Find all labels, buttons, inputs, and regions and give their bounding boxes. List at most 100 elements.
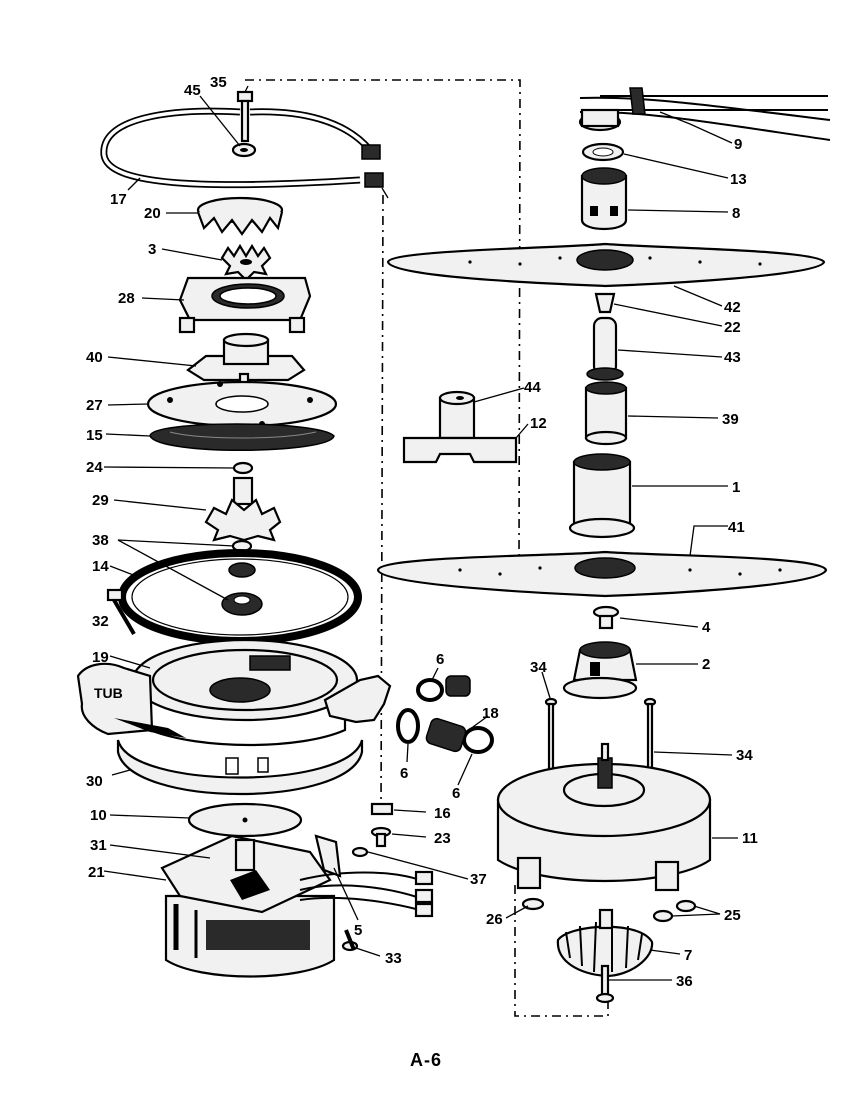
callout-labels: 35 45 17 20 3 28 40 27 15 24 29 38 14 32… (86, 74, 758, 990)
callout-22: 22 (724, 319, 741, 336)
hose-segment (425, 717, 467, 753)
callout-2: 2 (702, 656, 710, 673)
lower-spray-arm (376, 550, 828, 598)
callout-30: 30 (86, 773, 103, 790)
tub-label: TUB (94, 685, 123, 701)
callout-16: 16 (434, 805, 451, 822)
nut (592, 605, 620, 630)
screw (341, 929, 359, 952)
tub-section: TUB (76, 662, 392, 738)
seal (232, 461, 254, 475)
alignment-line (514, 885, 609, 1017)
callout-17: 17 (110, 191, 127, 208)
callout-14: 14 (92, 558, 109, 575)
callout-43: 43 (724, 349, 741, 366)
callout-36: 36 (676, 973, 693, 990)
lower-ring (116, 739, 364, 795)
water-conduit (578, 87, 831, 141)
pump-housing (178, 276, 312, 334)
alignment-line (380, 194, 384, 811)
callout-7: 7 (684, 947, 692, 964)
impeller (556, 908, 654, 978)
callout-5: 5 (354, 922, 362, 939)
callout-33: 33 (385, 950, 402, 967)
callout-31: 31 (90, 837, 107, 854)
callout-34: 34 (736, 747, 753, 764)
pump-base (131, 638, 359, 747)
callout-24: 24 (86, 459, 103, 476)
callout-35: 35 (210, 74, 227, 91)
callout-11: 11 (742, 830, 758, 847)
tower-cylinder (568, 453, 636, 539)
bearing (228, 562, 256, 578)
callout-6: 6 (400, 765, 408, 782)
hose-clamp (416, 678, 444, 702)
nut (594, 292, 616, 314)
callout-3: 3 (148, 241, 156, 258)
chopper-blade (220, 243, 272, 282)
callout-20: 20 (144, 205, 161, 222)
leader-lines (103, 85, 738, 981)
callout-15: 15 (86, 427, 103, 444)
pump-body (496, 742, 712, 892)
spray-arm-hub (580, 167, 628, 230)
screw (595, 964, 615, 1004)
callout-32: 32 (92, 613, 109, 630)
cylinder-cap (438, 390, 476, 440)
bracket (402, 436, 518, 464)
impeller (204, 476, 282, 542)
callout-45: 45 (184, 82, 201, 99)
upper-spray-arm (386, 242, 826, 288)
gasket-plate (146, 380, 338, 428)
bolt (236, 90, 254, 143)
callout-34: 34 (530, 659, 547, 676)
callout-21: 21 (88, 864, 105, 881)
callout-19: 19 (92, 649, 109, 666)
callout-13: 13 (730, 171, 747, 188)
pump-cover (196, 196, 284, 236)
callout-1: 1 (732, 479, 740, 496)
mounting-clip (314, 834, 342, 878)
sleeve (584, 381, 628, 446)
callout-38: 38 (92, 532, 109, 549)
callout-39: 39 (722, 411, 739, 428)
callout-44: 44 (524, 379, 541, 396)
callout-25: 25 (724, 907, 741, 924)
screw (106, 588, 136, 636)
page-label: A-6 (410, 1050, 442, 1070)
callout-26: 26 (486, 911, 503, 928)
screw (370, 826, 392, 848)
callout-12: 12 (530, 415, 547, 432)
filter-screen (149, 423, 335, 451)
feed-tube (592, 316, 618, 376)
washer (675, 899, 697, 913)
callout-6: 6 (452, 785, 460, 802)
callout-27: 27 (86, 397, 103, 414)
callout-23: 23 (434, 830, 451, 847)
callout-41: 41 (728, 519, 745, 536)
callout-6: 6 (436, 651, 444, 668)
hose-segment (445, 675, 471, 697)
callout-40: 40 (86, 349, 103, 366)
pump-plate (186, 332, 306, 386)
hose-clamp (396, 708, 420, 744)
motor (160, 834, 434, 978)
callout-18: 18 (482, 705, 499, 722)
callout-42: 42 (724, 299, 741, 316)
hose-clamp (462, 726, 494, 754)
spray-hose (100, 107, 389, 199)
callout-37: 37 (470, 871, 487, 888)
callout-9: 9 (734, 136, 742, 153)
manifold (562, 641, 638, 700)
callout-4: 4 (702, 619, 711, 636)
callout-29: 29 (92, 492, 109, 509)
long-screw (544, 697, 558, 780)
washer (652, 909, 674, 923)
callout-10: 10 (90, 807, 107, 824)
callout-8: 8 (732, 205, 740, 222)
callout-28: 28 (118, 290, 135, 307)
screw (351, 846, 369, 858)
nut (370, 802, 394, 816)
